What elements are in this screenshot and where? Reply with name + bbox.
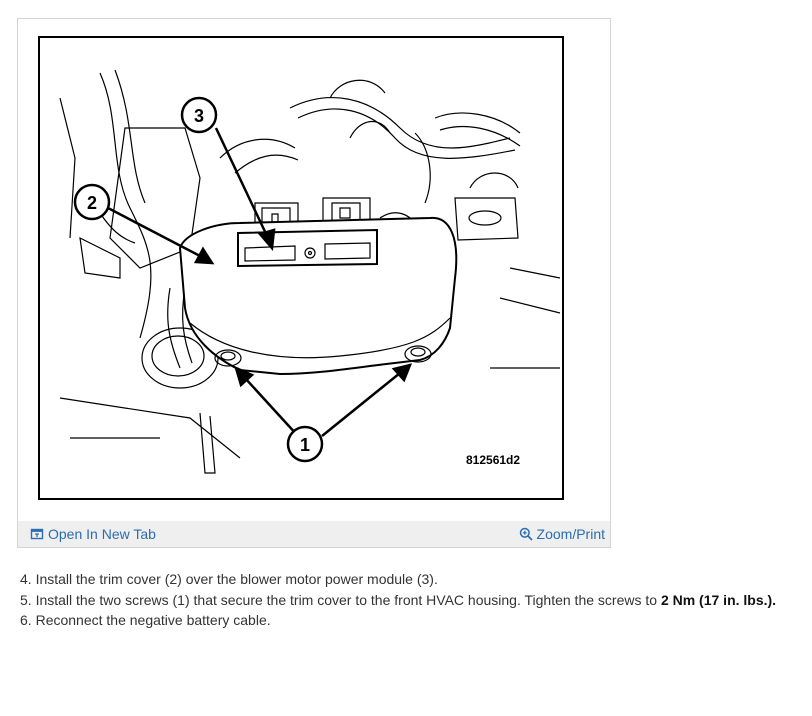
figure-frame: 3 2 1 812561d2 [38,36,564,500]
figure-footer: Open In New Tab Zoom/Print [18,521,610,547]
step-5: 5. Install the two screws (1) that secur… [20,590,776,611]
instruction-steps: 4. Install the trim cover (2) over the b… [20,569,776,631]
step-text: Reconnect the negative battery cable. [35,612,271,628]
step-4: 4. Install the trim cover (2) over the b… [20,569,776,590]
step-number: 6. [20,612,32,628]
callout-1-label: 1 [300,435,310,455]
callout-3-label: 3 [194,106,204,126]
step-number: 5. [20,591,32,608]
callout-1-circle [286,425,324,463]
step-number: 4. [20,571,32,587]
zoom-icon [519,527,533,541]
callout-2-label: 2 [87,193,97,213]
torque-spec: 2 Nm (17 in. lbs.). [660,591,777,608]
open-new-tab-icon [30,527,44,541]
figure-card: 3 2 1 812561d2 Open In New Tab [17,18,611,548]
figure-id: 812561d2 [466,453,521,467]
step-text: Install the two screws (1) that secure t… [35,591,661,608]
zoom-print-link[interactable]: Zoom/Print [519,526,605,542]
step-text: Install the trim cover (2) over the blow… [35,571,438,587]
callout-3-circle [180,96,218,134]
callout-2-circle [73,183,111,221]
zoom-print-label: Zoom/Print [536,526,605,542]
open-in-new-tab-label: Open In New Tab [48,526,156,542]
open-in-new-tab-link[interactable]: Open In New Tab [30,526,156,542]
step-6: 6. Reconnect the negative battery cable. [20,610,776,631]
blower-module-illustration: 3 2 1 [59,69,561,474]
